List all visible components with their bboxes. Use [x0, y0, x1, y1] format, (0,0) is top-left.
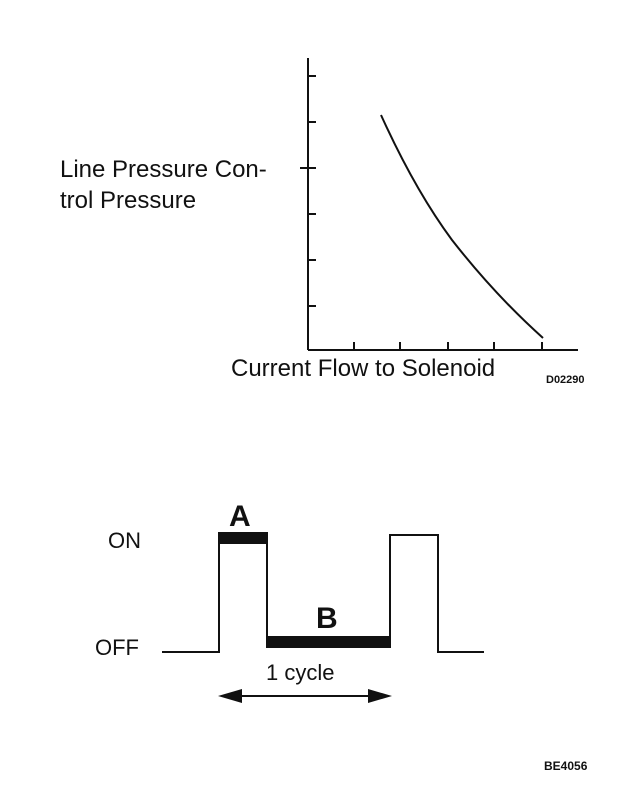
- duty-cycle-diagram: A B ON OFF 1 cycle: [95, 500, 484, 703]
- pressure-graph: Line Pressure Con- trol Pressure Current…: [60, 58, 585, 386]
- cycle-arrow: [218, 689, 392, 703]
- y-ticks: [300, 75, 316, 307]
- label-a: A: [229, 500, 251, 533]
- x-axis-label: Current Flow to Solenoid: [231, 355, 495, 382]
- off-duration-bar-b: [266, 636, 391, 648]
- off-label: OFF: [95, 635, 139, 660]
- on-duration-bar-a: [218, 532, 268, 544]
- y-axis-label-line2: trol Pressure: [60, 187, 196, 214]
- graph-figure-code: D02290: [546, 374, 585, 386]
- figure-code: BE4056: [544, 759, 588, 773]
- cycle-label: 1 cycle: [266, 660, 334, 685]
- on-label: ON: [108, 528, 141, 553]
- x-ticks: [353, 342, 543, 350]
- label-b: B: [316, 602, 338, 635]
- pressure-curve: [380, 114, 544, 339]
- y-axis-label-line1: Line Pressure Con-: [60, 156, 267, 183]
